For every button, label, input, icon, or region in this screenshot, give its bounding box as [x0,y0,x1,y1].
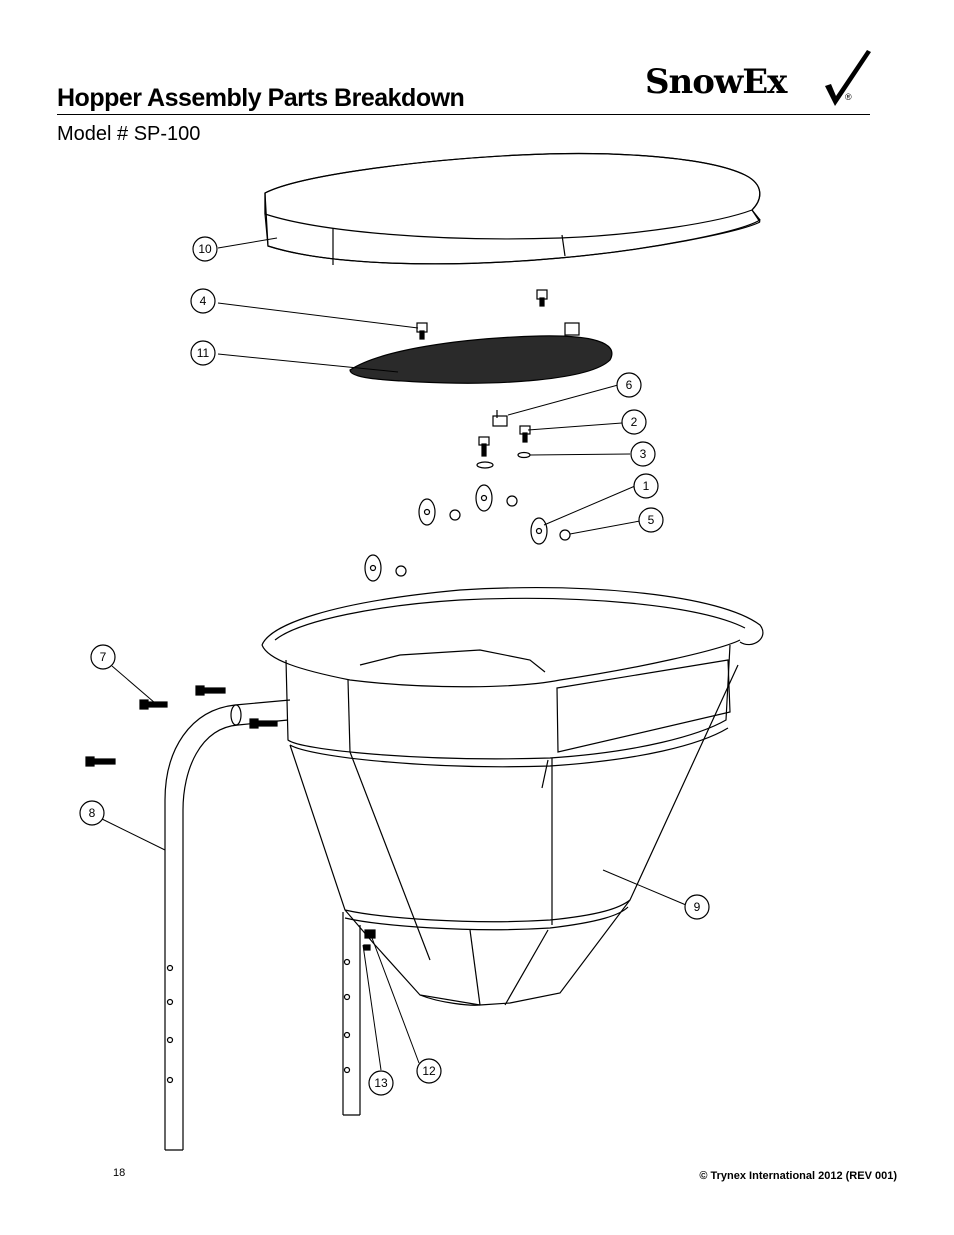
callout-circles [79,236,710,1096]
copyright-notice: © Trynex International 2012 (REV 001) [699,1170,897,1182]
callout-13: 13 [374,1076,388,1090]
page-number: 18 [113,1167,126,1179]
callout-6: 6 [626,378,633,392]
page-title: Hopper Assembly Parts Breakdown [57,84,465,112]
hopper-body [261,587,764,1006]
leader-lines [99,237,687,1071]
callout-4: 4 [200,294,207,308]
callout-11: 11 [197,346,210,360]
callout-9: 9 [694,900,701,914]
logo-wordmark: SnowEx [645,62,787,102]
callout-12: 12 [422,1064,436,1078]
callout-2: 2 [631,415,638,429]
callout-1: 1 [643,479,650,493]
callout-10: 10 [198,242,212,256]
callout-5: 5 [648,513,655,527]
frame-bolts [85,685,376,951]
checkmark-icon [825,50,871,106]
hardware-bolts [364,289,571,582]
callout-7: 7 [100,650,107,664]
hopper-screen [349,322,613,384]
title-rule [57,114,870,115]
snowex-logo: SnowEx ® [645,48,875,112]
hopper-lid [264,152,761,265]
registered-mark: ® [845,92,852,102]
model-number: Model # SP-100 [57,123,201,145]
callout-3: 3 [640,447,647,461]
callout-8: 8 [89,806,96,820]
frame-tube [164,699,361,1151]
